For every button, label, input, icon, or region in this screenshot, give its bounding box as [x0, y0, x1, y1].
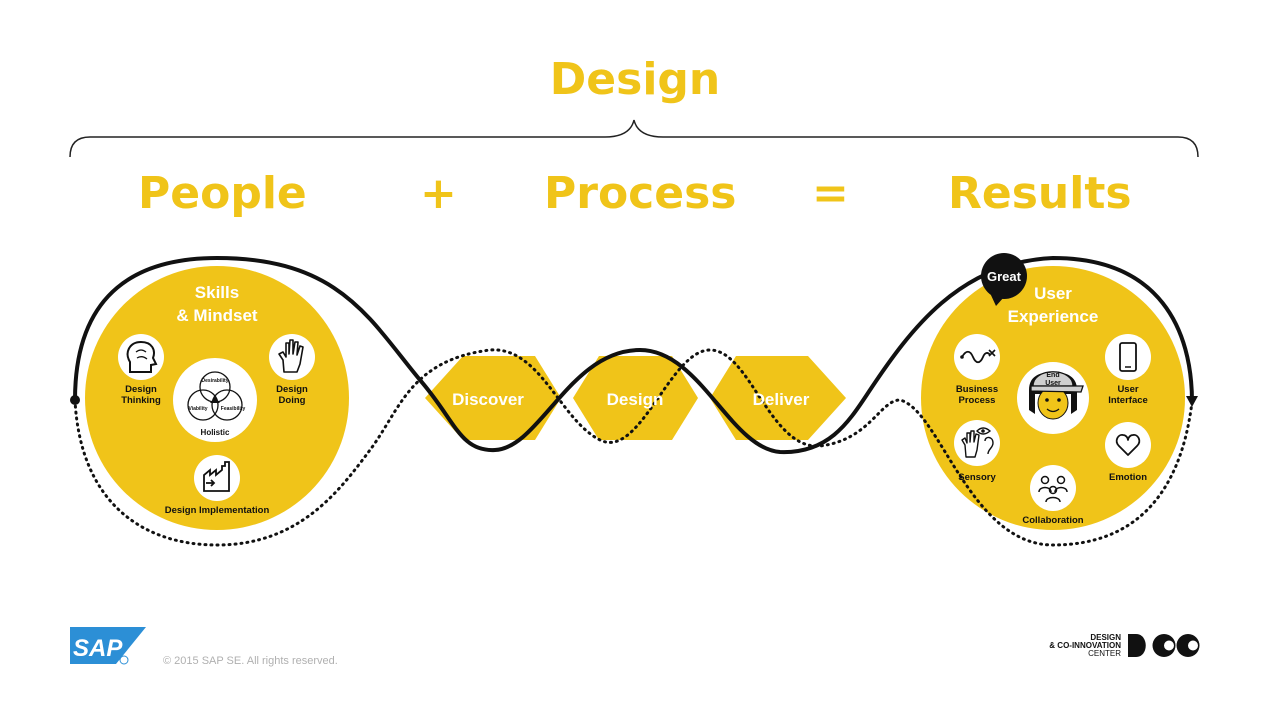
emotion-icon [1105, 422, 1151, 468]
venn-feasibility-label: Feasibility [221, 406, 246, 412]
user-interface-label-line2: Interface [1108, 395, 1148, 406]
experience-heading-line1: User [1034, 284, 1072, 303]
user-interface-label-line1: User [1117, 384, 1138, 395]
design-thinking-label-line2: Thinking [121, 395, 161, 406]
design-thinking-label-line1: Design [125, 384, 157, 395]
business-process-label-line2: Process [959, 395, 996, 406]
copyright-notice: © 2015 SAP SE. All rights reserved. [163, 655, 338, 667]
end-user-label-line2: User [1045, 380, 1061, 387]
end-user-label-line1: End [1046, 372, 1059, 379]
phase-discover-label: Discover [452, 390, 524, 409]
dcc-line-3: CENTER [1030, 650, 1121, 658]
emotion-label: Emotion [1109, 472, 1147, 483]
dcc-wordmark: DESIGN & CO-INNOVATION CENTER [1030, 634, 1121, 658]
great-badge-label: Great [987, 269, 1022, 284]
phase-deliver-label: Deliver [753, 390, 810, 409]
collaboration-label: Collaboration [1022, 515, 1083, 526]
design-implementation-label: Design Implementation [165, 505, 270, 516]
experience-heading-line2: Experience [1008, 307, 1099, 326]
dcc-logo [1128, 634, 1200, 657]
business-process-label-line1: Business [956, 384, 998, 395]
sap-logo-text: SAP [73, 635, 123, 662]
sensory-label: Sensory [958, 472, 996, 483]
design-doing-label-line2: Doing [279, 395, 306, 406]
skills-heading-line1: Skills [195, 283, 239, 302]
path-end-arrow [1186, 396, 1198, 407]
holistic-label: Holistic [201, 428, 230, 437]
venn-desirability-label: Desirability [202, 378, 229, 384]
design-doing-icon [269, 334, 315, 380]
venn-viability-label: Viability [188, 406, 207, 412]
skills-heading-line2: & Mindset [176, 306, 258, 325]
path-start-dot [70, 395, 80, 405]
design-implementation-icon [194, 455, 240, 501]
design-doing-label-line1: Design [276, 384, 308, 395]
user-interface-icon [1105, 334, 1151, 380]
phase-design-label: Design [607, 390, 664, 409]
collaboration-icon [1030, 465, 1076, 511]
design-brace [70, 120, 1198, 157]
